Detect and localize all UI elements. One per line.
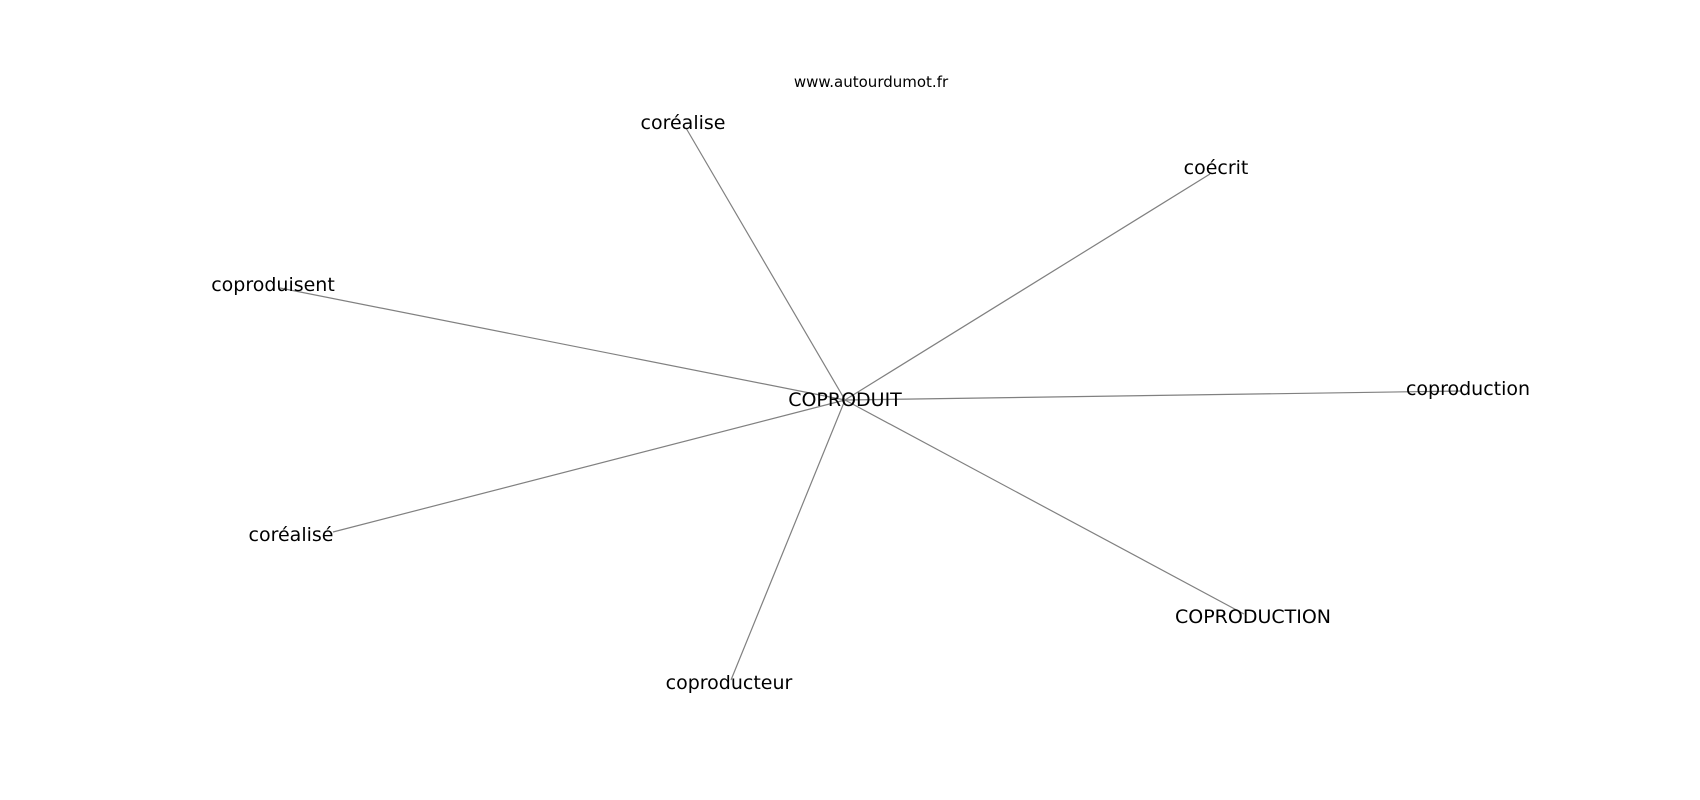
edge-center-corealise-1 — [685, 127, 846, 401]
site-label: www.autourdumot.fr — [794, 73, 949, 91]
node-label-coproduction-upper: COPRODUCTION — [1175, 606, 1331, 628]
node-label-coecrit: coécrit — [1184, 157, 1249, 179]
edge-center-coproduisent — [279, 287, 846, 401]
node-label-coproduction-lower: coproduction — [1406, 378, 1530, 400]
edge-center-coecrit — [844, 173, 1211, 401]
edge-center-coproduction-lower — [844, 390, 1463, 401]
labels-layer: COPRODUIT coréalise coécrit coproduisent cop… — [211, 112, 1530, 694]
node-label-corealise-2: coréalisé — [249, 524, 334, 546]
node-label-coproduisent: coproduisent — [211, 274, 335, 296]
node-label-corealise-1: coréalise — [641, 112, 726, 134]
edge-center-coproduction-upper — [844, 399, 1245, 615]
edge-center-corealise-2 — [332, 399, 846, 533]
node-label-center: COPRODUIT — [788, 389, 902, 411]
edge-center-coproducteur — [730, 399, 846, 681]
edges-layer — [279, 127, 1463, 681]
node-label-coproducteur: coproducteur — [666, 672, 793, 694]
